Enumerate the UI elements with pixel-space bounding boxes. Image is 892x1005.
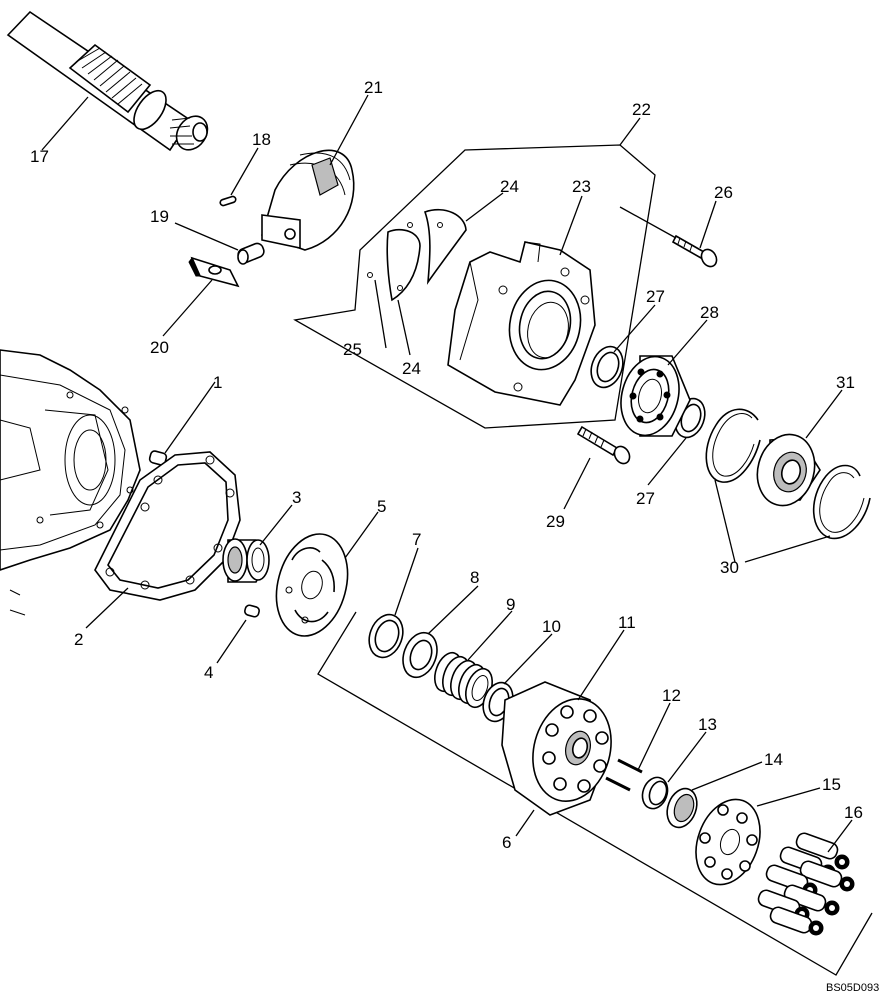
part-24-cam-insert-upper [423,208,467,285]
callout-30: 30 [720,558,739,577]
callout-16: 16 [844,803,863,822]
callout-15: 15 [822,775,841,794]
callout-18: 18 [252,130,271,149]
drawing-code: BS05D093 [826,982,879,994]
leader-lines [41,94,853,853]
part-2-gasket [94,451,241,601]
callout-24-upper: 24 [500,177,519,196]
callout-7: 7 [412,530,421,549]
callout-9: 9 [506,595,515,614]
callout-11: 11 [618,613,636,632]
callout-labels: 17 18 19 20 21 22 23 24 24 25 26 27 27 2… [30,78,863,852]
part-8-washer [402,631,438,679]
part-16-pistons [757,832,855,936]
part-6-group-bracket [317,611,873,976]
part-3-needle-bearing [222,538,270,583]
part-27-ring-upper [590,345,624,389]
part-20-slider-block [188,256,240,288]
callout-23: 23 [572,177,591,196]
callout-31: 31 [836,373,855,392]
part-11-cylinder-block [501,681,612,816]
callout-14: 14 [764,750,783,769]
part-31-seal [756,433,821,507]
part-29-screw [576,425,631,465]
part-13-ball-guide [641,776,669,810]
part-15-retainer-plate [695,798,761,886]
callout-1: 1 [213,373,222,392]
callout-13: 13 [698,715,717,734]
part-19-roller [237,242,265,265]
callout-29: 29 [546,512,565,531]
callout-5: 5 [377,497,386,516]
callout-3: 3 [292,488,301,507]
callout-19: 19 [150,207,169,226]
callout-27-lower: 27 [636,489,655,508]
part-30-ring-left [705,408,761,483]
callout-8: 8 [470,568,479,587]
part-23-housing [447,241,596,406]
part-17-shaft [6,10,209,152]
callout-21: 21 [364,78,383,97]
part-28-bearing [620,355,691,437]
part-24-cam-insert-lower [386,228,421,302]
part-14-bushing [666,787,698,829]
callout-27-upper: 27 [646,287,665,306]
callout-26: 26 [714,183,733,202]
callout-12: 12 [662,686,681,705]
pump-body [0,349,141,616]
callout-20: 20 [150,338,169,357]
part-21-swash-plate [261,149,355,251]
callout-25: 25 [343,340,362,359]
callout-17: 17 [30,147,49,166]
callout-24-lower: 24 [402,359,421,378]
callout-28: 28 [700,303,719,322]
callout-4: 4 [204,663,213,682]
part-1-dowel [148,450,168,466]
callout-6: 6 [502,833,511,852]
callout-22: 22 [632,100,651,119]
part-4-pin [244,604,260,618]
part-5-port-plate [275,533,349,637]
callout-2: 2 [74,630,83,649]
part-30-ring-right [812,464,871,540]
part-12-pins [605,758,643,792]
callout-10: 10 [542,617,561,636]
part-18-pin [219,195,237,207]
part-22-cover-outline [293,144,656,429]
part-26-screw [671,234,718,268]
part-7-oring [368,613,404,659]
